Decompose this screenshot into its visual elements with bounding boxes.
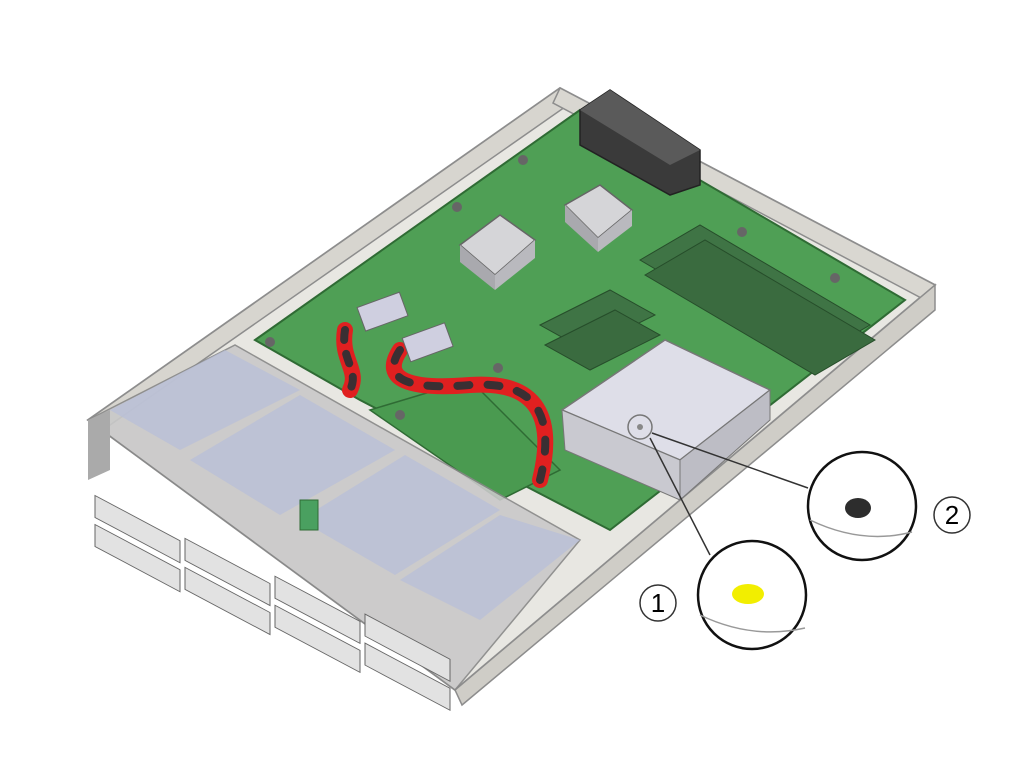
storage-drive-icon [94,494,451,712]
callout-number: 2 [945,500,959,530]
screw-icon [518,155,528,165]
screw-icon [452,202,462,212]
led-location-marker [627,414,653,440]
cable-icon [336,291,554,488]
callout-number: 1 [651,588,665,618]
screw-icon [265,337,275,347]
screw-icon [830,273,840,283]
led-indicator-lit-icon [732,584,764,604]
led-indicator-icon [637,424,643,430]
zoom-bubble-2 [806,450,918,562]
rear-power-connector [579,89,701,196]
callout-2: 2 [933,496,971,534]
callout-1: 1 [639,584,677,622]
battery-module [560,339,772,502]
drive-backplane-connector [299,499,319,531]
screw-icon [493,363,503,373]
storage-drive-bays [86,344,582,712]
memory-dimm-icon [538,224,876,376]
heatsink-icon [563,184,634,252]
screw-icon [395,410,405,420]
screw-icon [737,227,747,237]
heatsink-icon [458,214,537,290]
callout-leader-lines [649,432,809,556]
zoom-bubble-1 [696,539,808,651]
led-indicator-off-icon [845,498,871,518]
